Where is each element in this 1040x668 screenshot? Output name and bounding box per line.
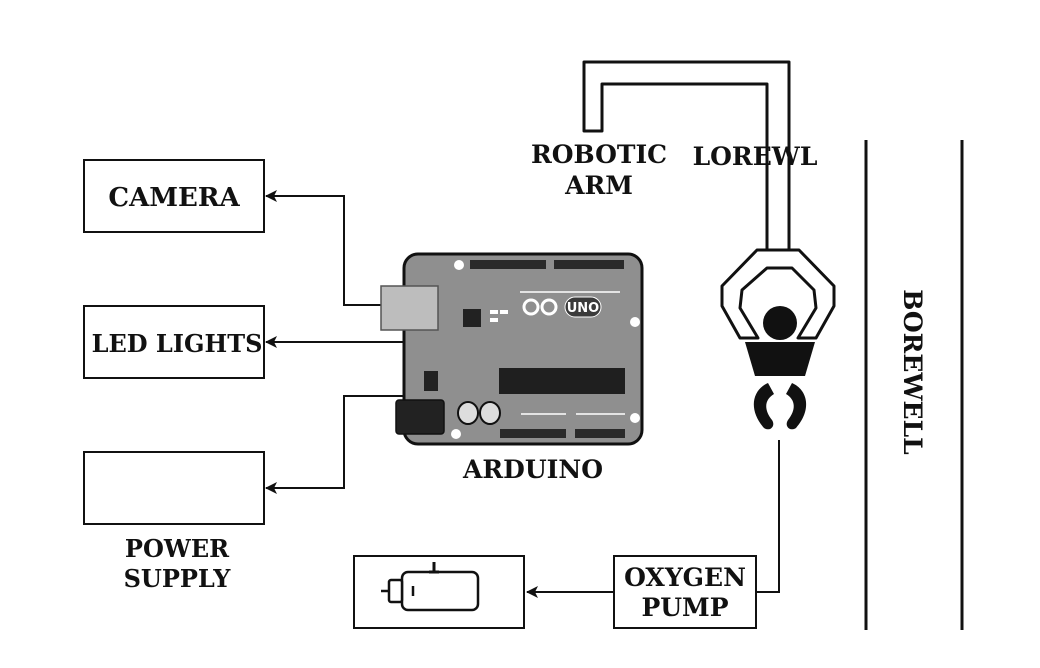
lorewl-label: LOREWL bbox=[693, 142, 818, 171]
borewell-label: BOREWELL bbox=[898, 289, 927, 455]
arduino-label: ARDUINO bbox=[462, 455, 603, 484]
oxygen-pump-label-line2: PUMP bbox=[641, 593, 728, 622]
arrow-to-camera bbox=[265, 190, 383, 306]
oxygen-pump-label-line1: OXYGEN bbox=[624, 563, 746, 592]
oxygen-pump-box: OXYGEN PUMP bbox=[613, 555, 757, 629]
led-lights-label: LED LIGHTS bbox=[92, 329, 263, 358]
led-lights-box: LED LIGHTS bbox=[83, 305, 265, 379]
oxygen-cylinder-box bbox=[353, 555, 525, 629]
robotic-arm-label-line2: ARM bbox=[564, 171, 633, 200]
camera-label: CAMERA bbox=[108, 183, 240, 213]
arduino-uno-board-icon: UNO bbox=[380, 252, 644, 446]
power-supply-label-line2: SUPPLY bbox=[124, 564, 232, 593]
oxygen-line bbox=[757, 440, 780, 593]
child-figure-icon bbox=[720, 248, 836, 430]
oxygen-cylinder-icon bbox=[381, 562, 480, 612]
power-supply-box bbox=[83, 451, 265, 525]
camera-box: CAMERA bbox=[83, 159, 265, 233]
uno-logo-text: UNO bbox=[567, 301, 600, 316]
arrow-to-power-supply bbox=[265, 395, 404, 494]
power-supply-label-line1: POWER bbox=[125, 534, 230, 563]
robotic-arm-label-line1: ROBOTIC bbox=[531, 140, 667, 169]
